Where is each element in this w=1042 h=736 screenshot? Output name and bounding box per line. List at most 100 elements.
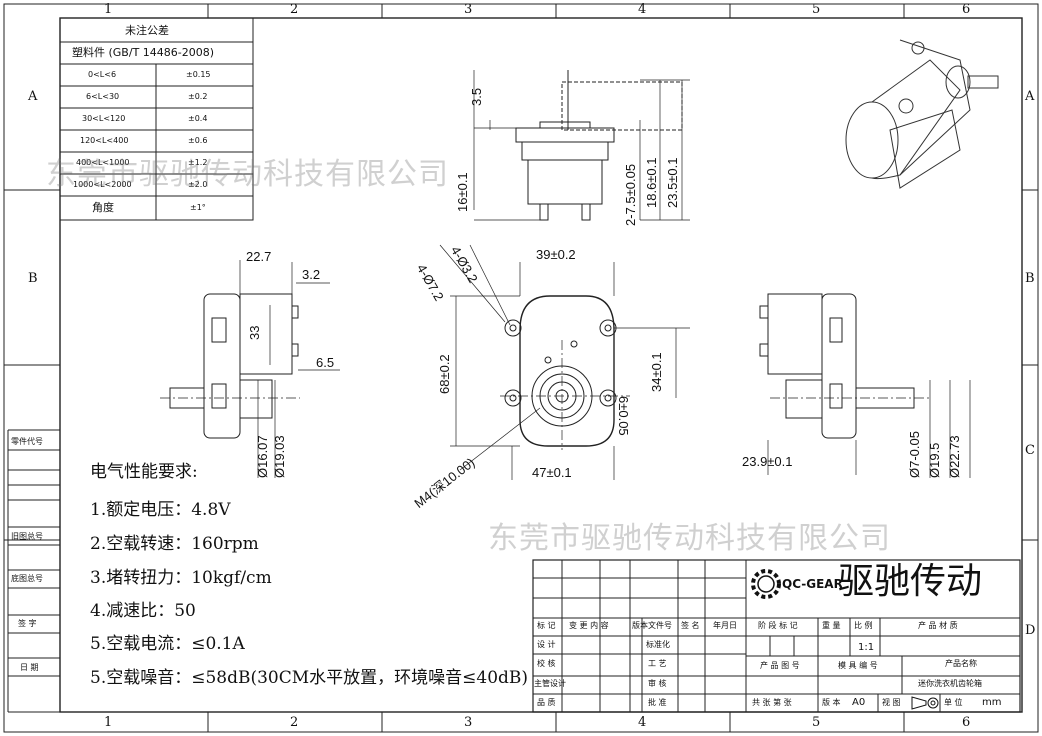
side-label-old-drawing: 旧图总号 bbox=[11, 532, 43, 541]
tolerance-table-grid bbox=[59, 17, 254, 221]
tol-range-0: 0<L<6 bbox=[88, 70, 117, 79]
tolerance-title: 未注公差 bbox=[125, 24, 169, 37]
tol-value-0: ±0.15 bbox=[186, 70, 211, 79]
company-name: 驱驰传动 bbox=[838, 561, 983, 602]
tb-sign: 签 名 bbox=[681, 621, 700, 630]
requirement-current: 5.空载电流：≤0.1A bbox=[90, 634, 245, 654]
zone-row-a-right: A bbox=[1025, 89, 1035, 104]
dim-2-7-5: 2-7.5±0.05 bbox=[623, 163, 638, 226]
dim-34: 34±0.1 bbox=[649, 352, 664, 392]
tb-process: 工 艺 bbox=[648, 659, 667, 668]
dim-d22-73: Ø22.73 bbox=[947, 435, 962, 478]
side-label-boxes bbox=[7, 429, 60, 713]
tb-weight: 重 量 bbox=[822, 621, 841, 630]
dim-23-5: 23.5±0.1 bbox=[665, 157, 680, 208]
zone-col-3-bottom: 3 bbox=[464, 715, 473, 730]
tol-value-angle: ±1° bbox=[190, 203, 206, 212]
zone-ticks bbox=[4, 4, 1038, 732]
tb-view-label: 视 图 bbox=[882, 698, 901, 707]
tb-sheet: 共 张 第 张 bbox=[752, 698, 792, 707]
tb-review: 审 核 bbox=[648, 679, 667, 688]
zone-col-6-bottom: 6 bbox=[962, 715, 971, 730]
dim-23-9: 23.9±0.1 bbox=[742, 454, 793, 469]
tb-mold-no: 模 具 编 号 bbox=[838, 661, 878, 670]
tb-stage-mark: 阶 段 标 记 bbox=[758, 621, 798, 630]
dim-3-5: 3.5 bbox=[469, 87, 484, 106]
tb-check: 校 核 bbox=[537, 659, 556, 668]
zone-col-1-top: 1 bbox=[104, 2, 113, 17]
zone-row-d-right: D bbox=[1025, 623, 1036, 638]
side-label-part-code: 零件代号 bbox=[11, 437, 43, 446]
zone-row-b-left: B bbox=[28, 271, 38, 286]
tol-value-2: ±0.4 bbox=[188, 114, 208, 123]
tol-range-angle: 角度 bbox=[92, 201, 114, 214]
dim-16: 16±0.1 bbox=[455, 172, 470, 212]
zone-row-b-right: B bbox=[1025, 271, 1035, 286]
dim-3-2: 3.2 bbox=[302, 267, 321, 282]
requirement-torque: 3.堵转扭力：10kgf/cm bbox=[90, 568, 272, 588]
tol-value-3: ±0.6 bbox=[188, 136, 208, 145]
dim-22-7: 22.7 bbox=[246, 249, 272, 264]
zone-col-4-top: 4 bbox=[638, 2, 647, 17]
tol-range-1: 6<L<30 bbox=[86, 92, 120, 101]
zone-col-2-top: 2 bbox=[290, 2, 299, 17]
dim-6: 6±0.05 bbox=[616, 396, 631, 436]
tol-value-1: ±0.2 bbox=[188, 92, 208, 101]
dim-d19-03: Ø19.03 bbox=[272, 435, 287, 478]
tb-date: 年月日 bbox=[713, 621, 737, 630]
requirement-speed: 2.空载转速：160rpm bbox=[90, 534, 259, 554]
tol-value-5: ±2.0 bbox=[188, 180, 208, 189]
dim-47: 47±0.1 bbox=[532, 465, 572, 480]
tb-product-name-label: 产品名称 bbox=[945, 659, 977, 668]
zone-row-c-right: C bbox=[1025, 443, 1035, 458]
dim-39: 39±0.2 bbox=[536, 247, 576, 262]
tb-product-name: 迷你洗衣机齿轮箱 bbox=[918, 679, 982, 688]
front-view bbox=[439, 244, 690, 480]
dim-d7: Ø7-0.05 bbox=[907, 431, 922, 478]
gear-logo-icon bbox=[751, 569, 781, 599]
tol-value-4: ±1.2 bbox=[188, 158, 208, 167]
zone-col-6-top: 6 bbox=[962, 2, 971, 17]
dim-6-5: 6.5 bbox=[316, 355, 335, 370]
left-side-view bbox=[160, 260, 340, 478]
tb-version-value: A0 bbox=[852, 697, 866, 708]
dim-d16-07: Ø16.07 bbox=[255, 435, 270, 478]
requirement-noise: 5.空载噪音：≤58dB(30CM水平放置，环境噪音≤40dB) bbox=[90, 668, 529, 688]
tb-quality: 品 质 bbox=[537, 698, 556, 707]
tolerance-standard: 塑料件 (GB/T 14486-2008) bbox=[72, 46, 215, 59]
tb-change: 变 更 内 容 bbox=[569, 621, 609, 630]
outer-border bbox=[3, 3, 1039, 733]
top-view bbox=[473, 70, 690, 221]
tb-mark: 标 记 bbox=[537, 621, 556, 630]
requirements-title: 电气性能要求: bbox=[90, 462, 198, 482]
logo-text: QC-GEAR bbox=[782, 577, 843, 591]
tb-version-label: 版 本 bbox=[822, 698, 841, 707]
title-block-grid bbox=[532, 559, 1021, 713]
dim-18-6: 18.6±0.1 bbox=[644, 157, 659, 208]
zone-col-3-top: 3 bbox=[464, 2, 473, 17]
zone-row-a-left: A bbox=[28, 89, 38, 104]
side-label-base-drawing: 底图总号 bbox=[11, 574, 43, 583]
tol-range-5: 1000<L<2000 bbox=[73, 180, 132, 189]
requirement-ratio: 4.减速比：50 bbox=[90, 601, 196, 621]
tb-standardization: 标准化 bbox=[646, 640, 670, 649]
zone-col-1-bottom: 1 bbox=[104, 715, 113, 730]
watermark-top: 东莞市驱驰传动科技有限公司 bbox=[46, 157, 449, 192]
requirement-voltage: 1.额定电压：4.8V bbox=[90, 500, 231, 520]
right-side-view bbox=[759, 293, 971, 478]
tb-scale-value: 1:1 bbox=[858, 642, 875, 653]
tol-range-2: 30<L<120 bbox=[82, 114, 126, 123]
side-label-signature: 签 字 bbox=[18, 619, 37, 628]
zone-col-4-bottom: 4 bbox=[638, 715, 647, 730]
tol-range-3: 120<L<400 bbox=[80, 136, 129, 145]
dim-68: 68±0.2 bbox=[437, 354, 452, 394]
isometric-view bbox=[845, 39, 999, 189]
tb-design: 设 计 bbox=[537, 640, 556, 649]
tb-unit-value: mm bbox=[982, 697, 1002, 708]
zone-col-5-bottom: 5 bbox=[812, 715, 821, 730]
tb-chief-design: 主管设计 bbox=[534, 679, 566, 688]
tb-ratio: 比 例 bbox=[854, 621, 873, 630]
dim-33: 33 bbox=[247, 325, 262, 340]
watermark-bottom: 东莞市驱驰传动科技有限公司 bbox=[488, 521, 891, 556]
